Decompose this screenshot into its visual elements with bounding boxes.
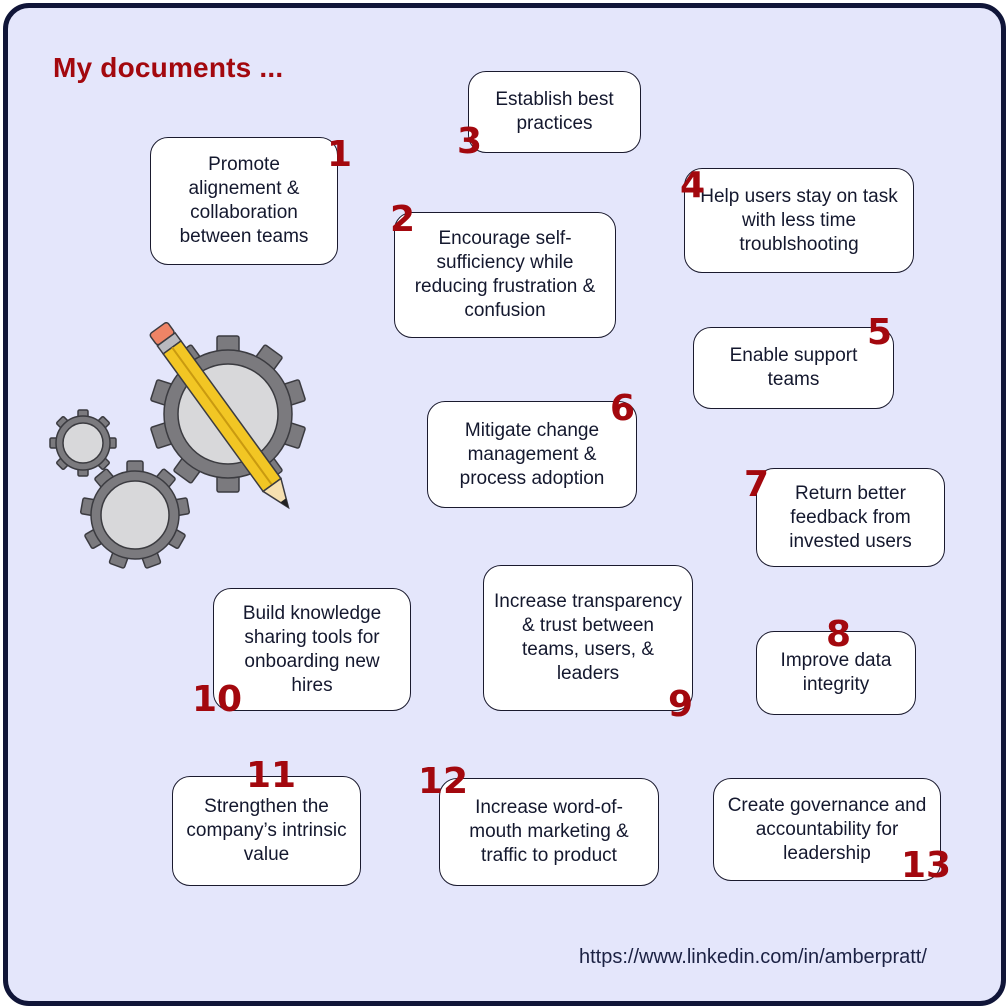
number-9: 9 bbox=[668, 684, 694, 725]
card-7: Return better feedback from invested use… bbox=[756, 468, 945, 567]
card-12: Increase word-of-mouth marketing & traff… bbox=[439, 778, 659, 886]
card-8: Improve data integrity bbox=[756, 631, 916, 715]
number-12: 12 bbox=[418, 761, 469, 802]
page-title: My documents ... bbox=[53, 52, 284, 83]
card-9: Increase transparency & trust between te… bbox=[483, 565, 693, 711]
number-3: 3 bbox=[457, 121, 483, 162]
card-5: Enable support teams bbox=[693, 327, 894, 409]
gears-and-pencil-icon bbox=[49, 321, 306, 569]
card-2: Encourage self-sufficiency while reducin… bbox=[394, 212, 616, 338]
card-11: Strengthen the company’s intrinsic value bbox=[172, 776, 361, 886]
number-5: 5 bbox=[867, 312, 893, 353]
number-1: 1 bbox=[327, 134, 353, 175]
card-13: Create governance and accountability for… bbox=[713, 778, 941, 881]
card-10: Build knowledge sharing tools for onboar… bbox=[213, 588, 411, 711]
card-4: Help users stay on task with less time t… bbox=[684, 168, 914, 273]
card-6: Mitigate change management & process ado… bbox=[427, 401, 637, 508]
number-8: 8 bbox=[826, 614, 852, 655]
card-3: Establish best practices bbox=[468, 71, 641, 153]
number-10: 10 bbox=[192, 679, 243, 720]
number-4: 4 bbox=[680, 165, 706, 206]
linkedin-url[interactable]: https://www.linkedin.com/in/amberpratt/ bbox=[579, 946, 927, 968]
number-7: 7 bbox=[744, 464, 770, 505]
card-1: Promote alignement & collaboration betwe… bbox=[150, 137, 338, 265]
number-2: 2 bbox=[390, 199, 416, 240]
number-11: 11 bbox=[246, 755, 297, 796]
number-6: 6 bbox=[610, 388, 636, 429]
number-13: 13 bbox=[901, 845, 952, 886]
